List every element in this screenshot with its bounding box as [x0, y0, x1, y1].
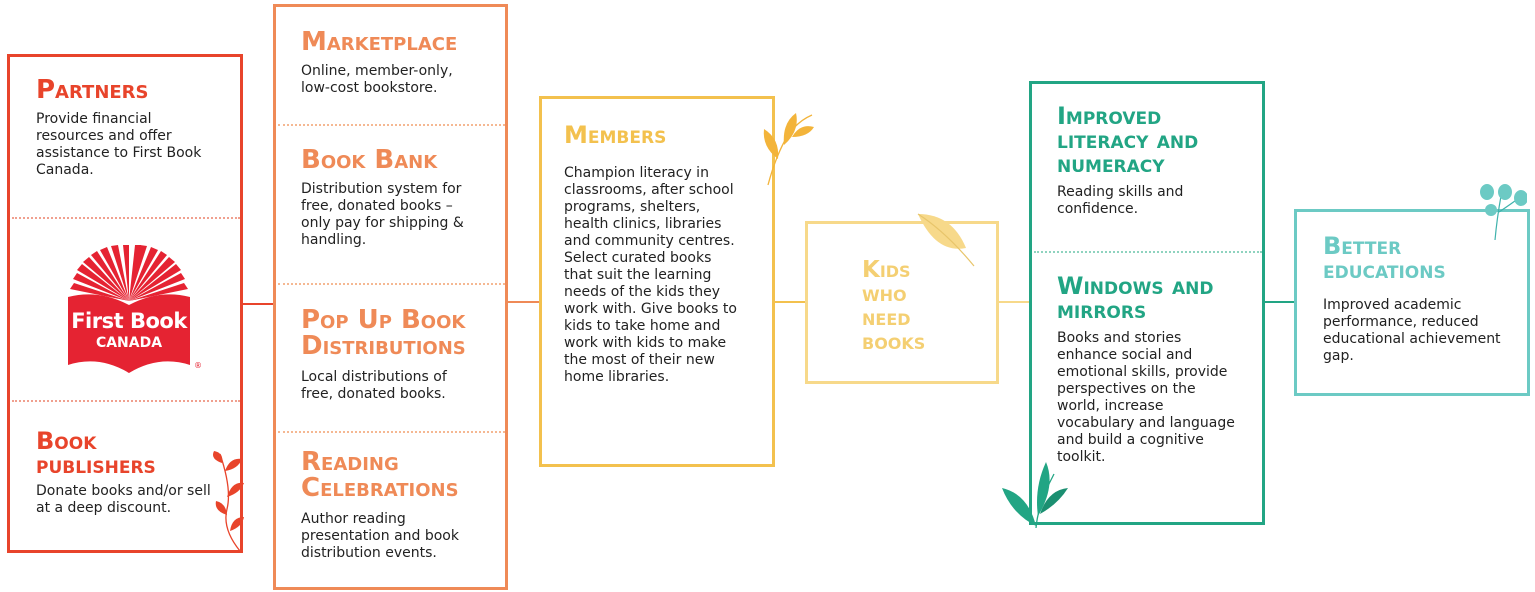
program-title: Reading Celebrations: [301, 447, 459, 503]
connector-outcomes-better: [1263, 301, 1295, 303]
red-leaf-sprig-icon: [213, 451, 244, 552]
outcome-text: Reading skills and confidence.: [1057, 184, 1184, 217]
connector-programs-members: [506, 301, 541, 303]
program-title: Marketplace: [301, 27, 458, 57]
connector-members-kids: [774, 301, 806, 303]
program-marketplace: Marketplace Online, member-only, low-cos…: [301, 29, 501, 97]
publishers-text: Donate books and/or sell at a deep disco…: [36, 483, 211, 516]
partners-column: Partners Provide financial resources and…: [7, 54, 244, 553]
program-text: Distribution system for free, donated bo…: [301, 181, 464, 248]
divider: [278, 431, 505, 433]
yellow-leaf-sprig-icon: [763, 113, 814, 186]
teal-leaf-sprig-icon: [1480, 184, 1527, 241]
kids-title: Kids who need books: [862, 257, 926, 356]
divider: [278, 283, 505, 285]
logo-subtitle: CANADA: [95, 335, 163, 351]
outcome-windows-mirrors: Windows and mirrors Books and stories en…: [1057, 274, 1257, 466]
logo-registered-mark: ®: [194, 361, 202, 370]
better-text: Improved academic performance, reduced e…: [1323, 297, 1501, 364]
green-leaf-sprig-icon: [1002, 462, 1068, 529]
divider: [1034, 251, 1262, 253]
divider: [278, 124, 505, 126]
publishers-title: Book publishers: [36, 427, 156, 479]
outcome-text: Books and stories enhance social and emo…: [1057, 330, 1235, 465]
partners-section: Partners Provide financial resources and…: [36, 77, 216, 179]
program-text: Online, member-only, low-cost bookstore.: [301, 63, 453, 96]
program-text: Local distributions of free, donated boo…: [301, 369, 447, 402]
open-book-logo-icon: [68, 245, 190, 373]
kids-box: Kids who need books: [805, 213, 999, 384]
programs-column: Marketplace Online, member-only, low-cos…: [273, 4, 508, 590]
program-book-bank: Book Bank Distribution system for free, …: [301, 147, 501, 249]
connector-kids-outcomes: [998, 301, 1030, 303]
program-reading-celebrations: Reading Celebrations Author reading pres…: [301, 449, 506, 562]
publishers-section: Book publishers Donate books and/or sell…: [36, 429, 236, 517]
divider: [12, 217, 240, 219]
program-pop-up: Pop Up Book Distributions Local distribu…: [301, 307, 506, 403]
program-title: Book Bank: [301, 145, 438, 175]
program-title: Pop Up Book Distributions: [301, 305, 466, 361]
members-title: Members: [564, 121, 667, 149]
first-book-canada-logo: First Book CANADA ®: [54, 245, 204, 379]
partners-text: Provide financial resources and offer as…: [36, 111, 202, 178]
outcomes-box: Improved literacy and numeracy Reading s…: [1002, 81, 1265, 529]
members-text: Champion literacy in classrooms, after s…: [564, 165, 737, 385]
partners-title: Partners: [36, 75, 149, 105]
connector-partners-programs: [242, 303, 274, 305]
logo-wordmark: First Book: [71, 309, 187, 333]
divider: [12, 400, 240, 402]
better-box: Better educations Improved academic perf…: [1294, 184, 1530, 396]
members-box: Members Champion literacy in classrooms,…: [539, 96, 814, 467]
program-text: Author reading presentation and book dis…: [301, 511, 459, 561]
better-title: Better educations: [1323, 232, 1446, 284]
outcome-literacy: Improved literacy and numeracy Reading s…: [1057, 104, 1257, 218]
outcome-title: Improved literacy and numeracy: [1057, 102, 1199, 178]
outcome-title: Windows and mirrors: [1057, 272, 1214, 324]
pale-leaf-icon: [917, 213, 975, 267]
